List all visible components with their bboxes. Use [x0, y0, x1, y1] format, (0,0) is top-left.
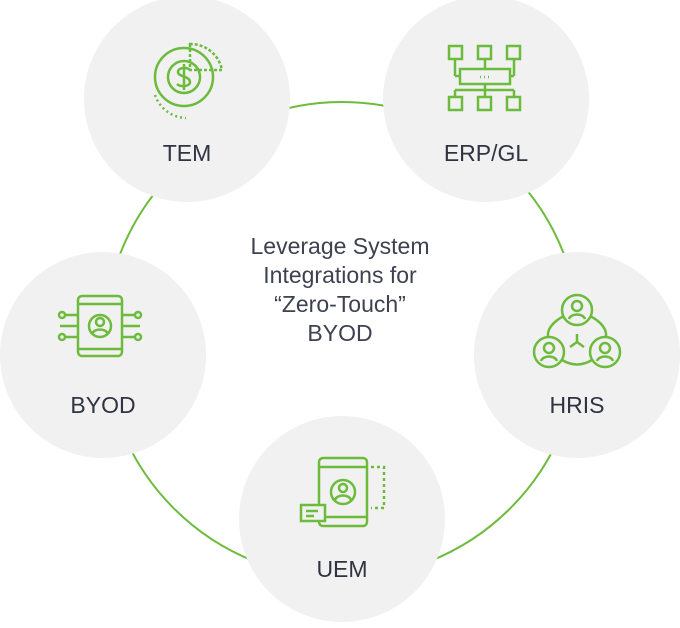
node-label-erp: ERP/GL [443, 140, 529, 166]
dollar-pie-chart-icon [153, 42, 224, 120]
center-line-4: BYOD [307, 320, 373, 346]
circuit-phone-icon [57, 294, 143, 358]
node-circle-uem [239, 416, 445, 622]
center-line-3: “Zero-Touch” [274, 291, 406, 317]
node-label-uem: UEM [316, 556, 368, 582]
node-circle-hris [474, 252, 680, 458]
center-caption: Leverage System Integrations for “Zero-T… [190, 232, 490, 348]
node-label-hris: HRIS [549, 392, 605, 418]
hierarchy-network-icon [447, 44, 522, 112]
node-circle-erp [383, 0, 589, 202]
people-network-icon [532, 293, 622, 369]
mobile-device-management-icon [299, 456, 386, 528]
node-label-tem: TEM [162, 140, 212, 166]
node-circle-tem [84, 0, 290, 202]
center-line-1: Leverage System [250, 233, 430, 259]
node-label-byod: BYOD [70, 392, 136, 418]
center-line-2: Integrations for [263, 262, 417, 288]
